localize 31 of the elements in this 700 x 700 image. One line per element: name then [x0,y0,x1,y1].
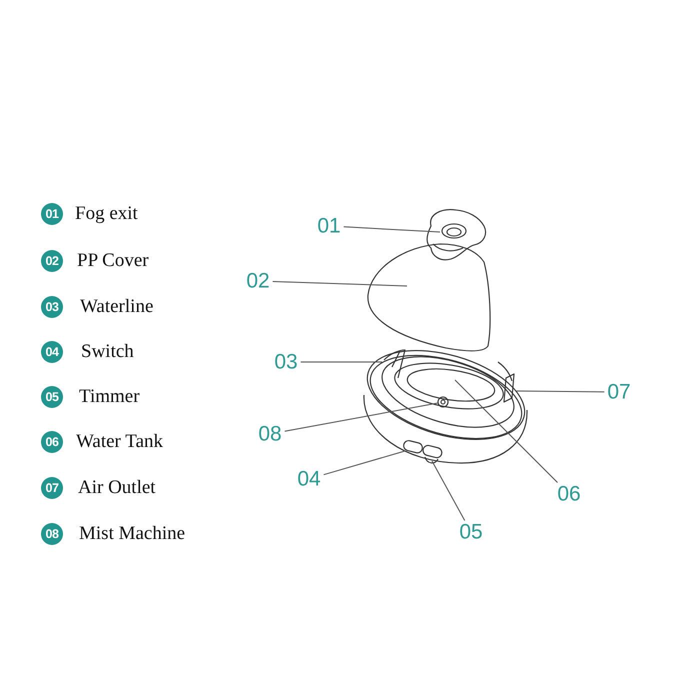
part-name: Mist Machine [79,523,186,545]
number-badge: 03 [41,296,63,318]
callout-number: 04 [294,468,324,490]
number-badge: 04 [41,341,63,363]
number-badge: 02 [41,250,63,272]
callout-number: 03 [271,350,301,374]
part-name: Air Outlet [78,477,156,499]
leader-line [343,226,440,232]
number-badge: 01 [41,203,63,225]
callout-number: 01 [314,214,344,238]
number-badge: 08 [41,523,63,545]
part-name: Waterline [80,296,154,318]
leader-line [272,281,408,286]
leader-line [323,450,406,476]
leader-line [516,390,605,392]
part-name: Switch [81,341,134,363]
callout-number: 02 [243,270,273,292]
leader-line [454,380,558,483]
part-name: Timmer [79,386,140,408]
part-name: Water Tank [76,431,164,453]
callout-number: 06 [554,482,584,506]
callout-number: 05 [456,520,486,544]
part-name: PP Cover [77,250,149,272]
callout-number: 08 [255,422,285,446]
callout-number: 07 [604,380,634,404]
number-badge: 05 [41,386,63,408]
leader-line [432,460,466,521]
number-badge: 07 [41,477,63,499]
leader-line [284,402,438,432]
number-badge: 06 [41,431,63,453]
part-name: Fog exit [75,203,138,225]
